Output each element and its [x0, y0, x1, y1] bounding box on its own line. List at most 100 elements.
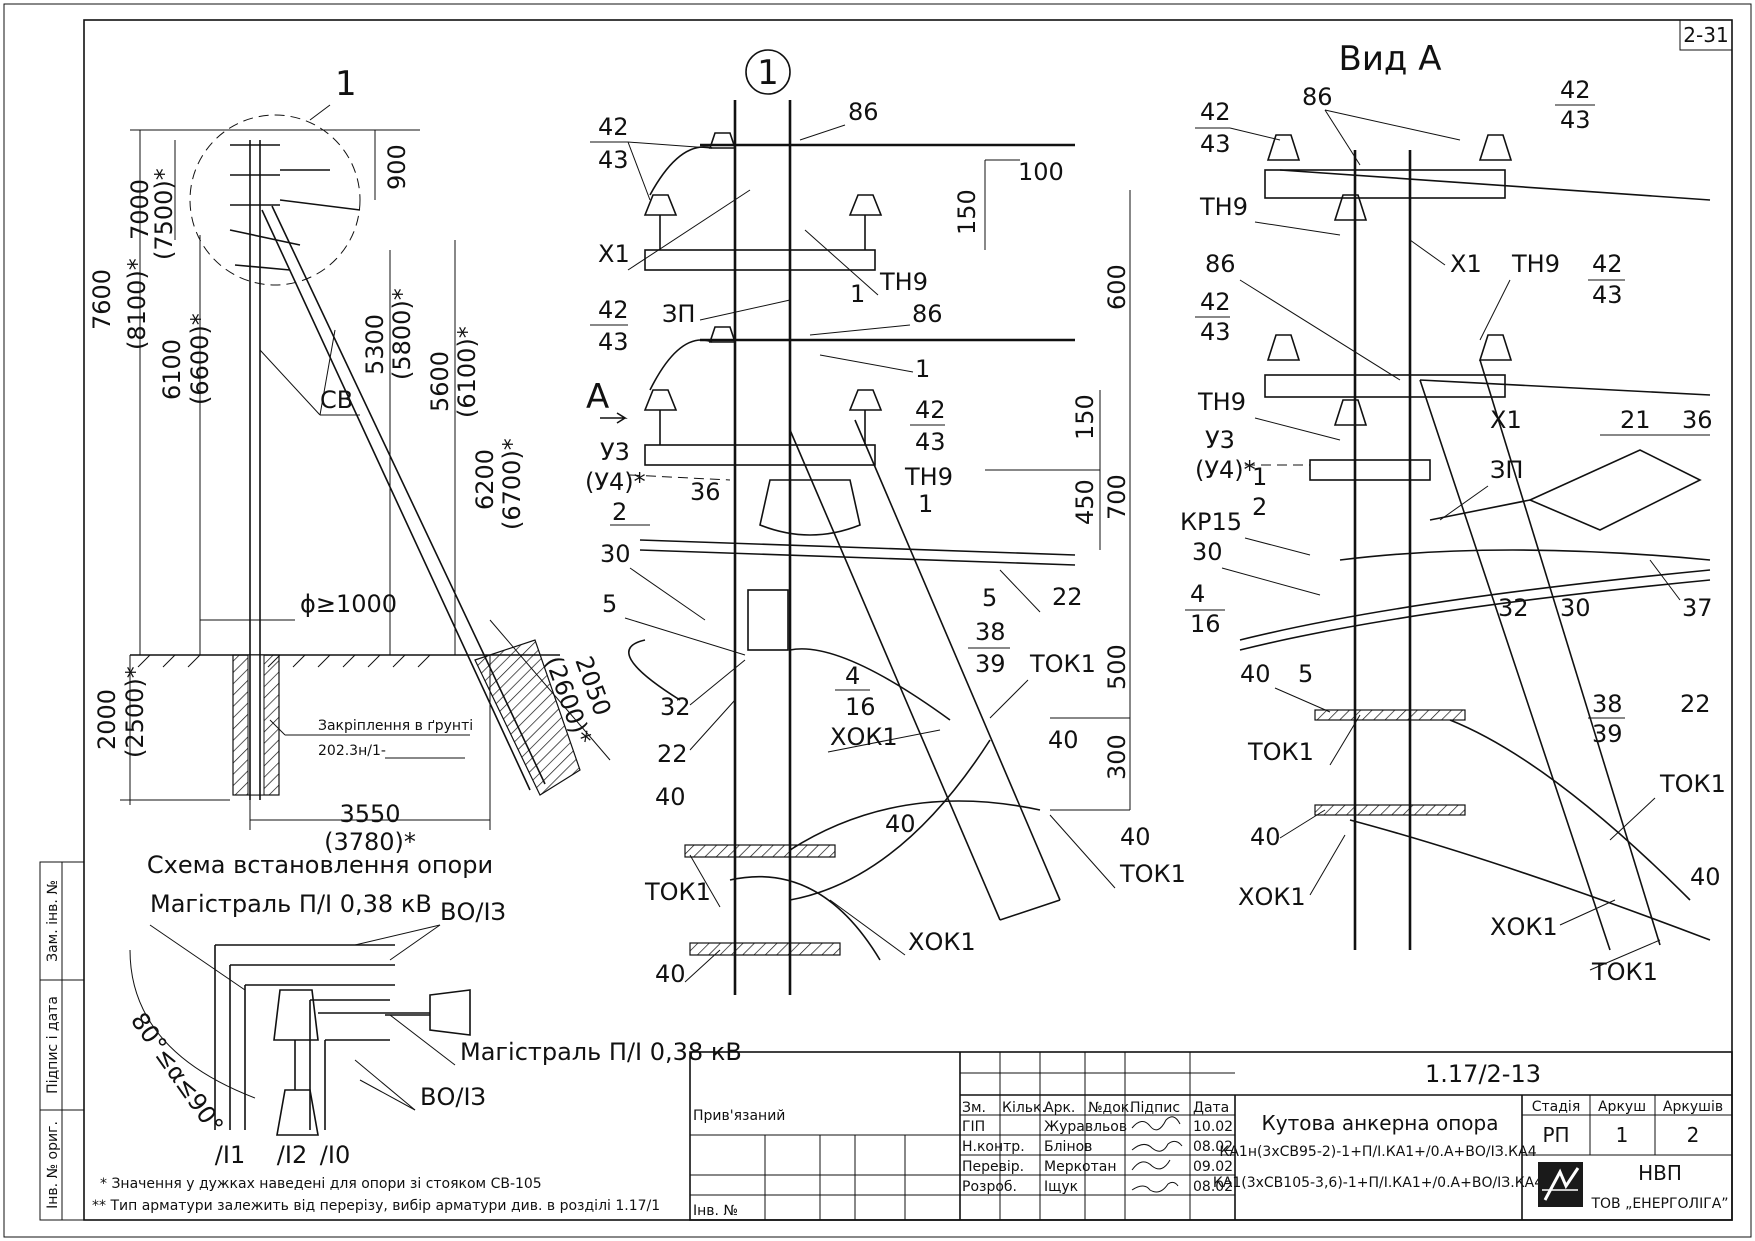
dim-6100b: (6100)* [453, 326, 481, 418]
dim-8100: (8100)* [123, 258, 151, 350]
dim-3780: (3780)* [324, 828, 416, 856]
view-a: Вид А 42 43 86 [1180, 39, 1726, 986]
v1-dim-600: 600 [1103, 264, 1131, 310]
v1-cx1: Х1 [598, 240, 630, 268]
side-stamp: Зам. інв. № Підпис і дата Інв. № ориг. [39, 861, 85, 1221]
va-a3p: ЗП [1490, 456, 1523, 484]
va-a42d: 42 [1200, 288, 1231, 316]
dim-2000: 2000 [93, 689, 121, 750]
v1-ctn9b: ТН9 [904, 463, 953, 491]
strut [261, 209, 531, 791]
v1-c36: 36 [690, 478, 721, 506]
v1-c40a: 40 [1048, 726, 1079, 754]
note-2: ** Тип арматури залежить від перерізу, в… [92, 1198, 660, 1214]
v1-c40b: 40 [655, 783, 686, 811]
v1-dim-700: 700 [1103, 474, 1131, 520]
va-a37: 37 [1682, 594, 1713, 622]
note-1: * Значення у дужках наведені для опори з… [100, 1176, 542, 1192]
title-block: 1.17/2-13 Прив'язаний Інв. № Зм. Кільк. … [689, 1051, 1733, 1221]
v1-c1c: 1 [918, 490, 933, 518]
va-axok1a: ХОК1 [1238, 883, 1306, 911]
company-logo [1538, 1162, 1583, 1207]
label-sv: СВ [320, 386, 353, 414]
v1-c3p: ЗП [662, 300, 695, 328]
va-a21: 21 [1620, 406, 1651, 434]
inv-label: Інв. № [693, 1203, 738, 1219]
signatures [1131, 1116, 1183, 1193]
label-fixing: Закріплення в ґрунті [318, 718, 473, 734]
view-1: 1 [585, 49, 1186, 995]
v1-c86a: 86 [848, 98, 879, 126]
v1-c42b: 42 [598, 296, 629, 324]
side-orig-label: Інв. № ориг. [45, 1121, 61, 1209]
va-a32: 32 [1498, 594, 1529, 622]
v1-c43c: 43 [915, 428, 946, 456]
v1-c32: 32 [660, 693, 691, 721]
doc-title-1: Кутова анкерна опора [1262, 1111, 1499, 1135]
plan-angle: 80°≤α≤90° [125, 1007, 229, 1139]
plan-mag1: Магістраль П/І 0,38 кВ [150, 890, 432, 918]
plan-vo1: ВО/ІЗ [440, 898, 506, 926]
row2-name: Меркотан [1044, 1159, 1117, 1175]
va-a38: 38 [1592, 690, 1623, 718]
sheets-header: Аркушів [1663, 1099, 1723, 1115]
line-plan: Магістраль П/І 0,38 кВ ВО/ІЗ Магістраль … [92, 890, 742, 1214]
plan-l2: /І2 [277, 1141, 307, 1169]
va-au4: (У4)* [1195, 456, 1256, 484]
va-a42b: 42 [1560, 76, 1591, 104]
dim-5600: 5600 [426, 351, 454, 412]
v1-c40e: 40 [655, 960, 686, 988]
va-a42a: 42 [1200, 98, 1231, 126]
hdr-date: Дата [1193, 1100, 1229, 1116]
v1-c40d: 40 [1120, 823, 1151, 851]
va-a43a: 43 [1200, 130, 1231, 158]
doc-title-2: КА1н(3хСВ95-2)-1+П/І.КА1+/0.А+ВО/ІЗ.КА4 [1219, 1144, 1536, 1160]
va-akr15: КР15 [1180, 508, 1242, 536]
v1-c40c: 40 [885, 810, 916, 838]
va-atok1a: ТОК1 [1247, 738, 1314, 766]
stage-header: Стадія [1532, 1099, 1581, 1115]
v1-c22a: 22 [1052, 583, 1083, 611]
installation-scheme: 1 7600 (8100)* 7000 (7500)* 900 6100 (66… [88, 64, 617, 879]
hdr-doc: №док. [1088, 1100, 1134, 1116]
va-a43b: 43 [1560, 106, 1591, 134]
v1-ctok1c: ТОК1 [644, 878, 711, 906]
view-a-lamp [1528, 449, 1702, 531]
va-atok1b: ТОК1 [1659, 770, 1726, 798]
va-a40b: 40 [1250, 823, 1281, 851]
v1-c42a: 42 [598, 113, 629, 141]
row3-name: Іщук [1044, 1179, 1078, 1195]
dim-2500: (2500)* [121, 666, 149, 758]
view-a-title: Вид А [1339, 39, 1442, 79]
va-a30a: 30 [1192, 538, 1223, 566]
org-name-2: ТОВ „ЕНЕРГОЛІГА” [1590, 1196, 1728, 1212]
va-a86a: 86 [1302, 83, 1333, 111]
v1-cu3: У3 [600, 438, 630, 466]
v1-dim-150a: 150 [953, 189, 981, 235]
va-a2: 2 [1252, 493, 1267, 521]
dim-900: 900 [383, 144, 411, 190]
bound-label: Прив'язаний [693, 1108, 785, 1124]
v1-ctn9a: ТН9 [879, 268, 928, 296]
hdr-ark: Арк. [1044, 1100, 1075, 1116]
dim-6100: 6100 [158, 339, 186, 400]
v1-c22b: 22 [657, 740, 688, 768]
dim-7000: 7000 [126, 179, 154, 240]
sheets-value: 2 [1687, 1123, 1700, 1147]
hdr-kilk: Кільк. [1002, 1100, 1046, 1116]
v1-c5b: 5 [982, 584, 997, 612]
v1-ctok1a: ТОК1 [1029, 650, 1096, 678]
label-fixing-ref: 202.3н/1- [318, 743, 386, 759]
v1-cxok1b: ХОК1 [908, 928, 976, 956]
va-a40c: 40 [1690, 863, 1721, 891]
va-a39: 39 [1592, 720, 1623, 748]
plan-l0: /І0 [320, 1141, 350, 1169]
row0-date: 10.02 [1193, 1119, 1233, 1135]
v1-c1a: 1 [850, 280, 865, 308]
va-ax1a: Х1 [1450, 250, 1482, 278]
dim-6600: (6600)* [186, 313, 214, 405]
v1-c43a: 43 [598, 146, 629, 174]
view1-mark: 1 [757, 53, 779, 93]
hdr-zm: Зм. [962, 1100, 986, 1116]
